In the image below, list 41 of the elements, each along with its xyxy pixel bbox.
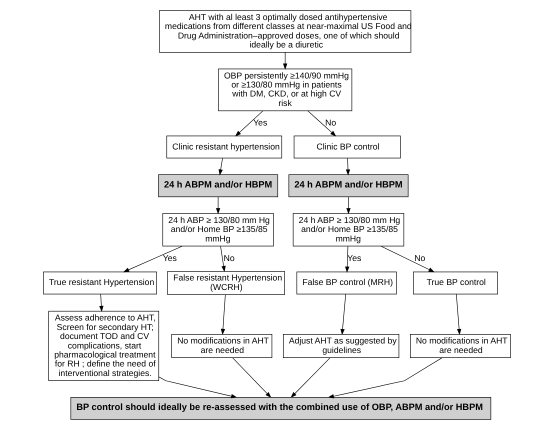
arrow [344, 246, 349, 273]
node-box: Adjust AHT as suggested by guidelines [282, 334, 399, 358]
node-box: True BP control [412, 272, 498, 294]
edge-label: No [324, 118, 336, 128]
arrow [220, 246, 226, 272]
arrow [345, 158, 350, 176]
arrow [232, 358, 271, 398]
edge-label: Yes [252, 118, 267, 128]
node-box: No modifications in AHT are needed [410, 334, 510, 358]
edge-label: Yes [162, 252, 176, 263]
node-box: Clinic BP control [293, 136, 400, 158]
arrow [220, 294, 226, 336]
arrow [306, 110, 336, 137]
arrow [234, 110, 263, 137]
arrow [456, 294, 461, 336]
node-box: BP control should ideally be re-assessed with the combined use of OBP, ABPM and/or HBPM [70, 397, 491, 420]
arrow [282, 52, 287, 70]
node-box: 24 h ABP ≥ 130/80 mm Hg and/or Home BP ≥135/85 mmHg [292, 213, 404, 246]
arrow [98, 294, 104, 312]
node-box: No modifications in AHT are needed [170, 334, 272, 358]
arrow [380, 246, 434, 272]
node-box: False resistant Hypertension (WCRH) [166, 270, 284, 295]
arrow [218, 158, 222, 176]
node-box: Assess adherence to AHT, Screen for secondary HT; document TOD and CV complications, start pharmacological treatment for RH ; define the need of interventional strategies. [48, 310, 159, 382]
node-box: OBP persistently ≥140/90 mmHg or ≥130/80 mmHg in patients with DM, CKD, or at high CV risk [218, 68, 352, 112]
arrow [215, 196, 220, 214]
arrow [346, 196, 350, 214]
edge-label: Yes [346, 252, 361, 263]
arrow [290, 358, 330, 398]
arrow [340, 294, 346, 336]
arrow [327, 357, 442, 398]
node-box: 24 h ABP ≥ 130/80 mm Hg and/or Home BP ≥135/85 mmHg [162, 213, 274, 246]
node-box: True resistant Hypertension [42, 272, 156, 294]
edge-label: No [223, 252, 234, 263]
node-box: False BP control (MRH) [296, 272, 396, 294]
arrow [158, 376, 237, 398]
arrow [122, 246, 182, 272]
node-box: 24 h ABPM and/or HBPM [288, 174, 408, 198]
node-box: 24 h ABPM and/or HBPM [158, 174, 278, 198]
node-box: Clinic resistant hypertension [166, 136, 282, 158]
edge-label: No [414, 252, 425, 263]
